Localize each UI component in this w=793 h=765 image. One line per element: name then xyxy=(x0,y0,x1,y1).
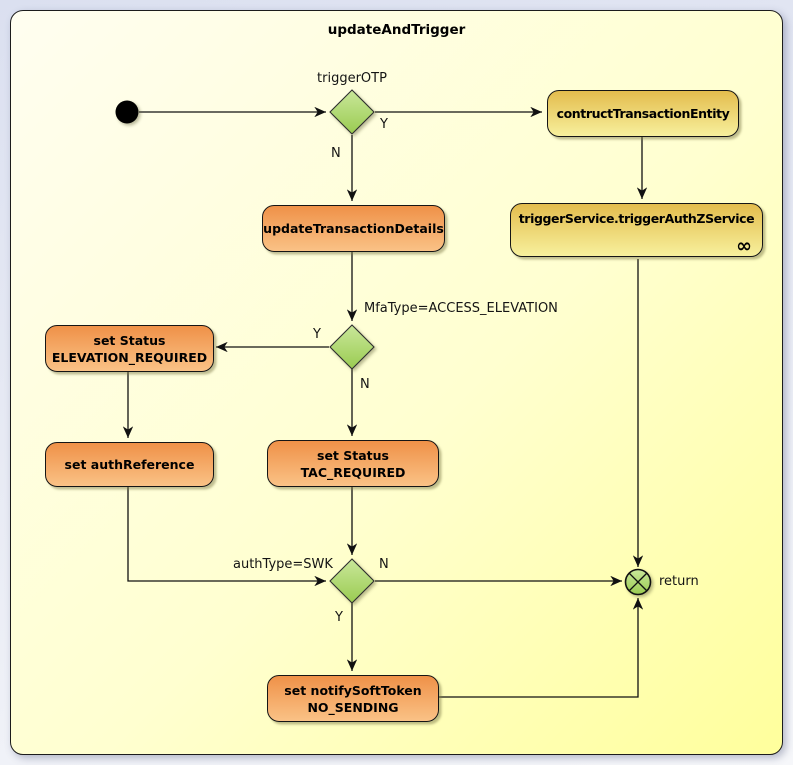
decision-mfa-type xyxy=(329,324,375,370)
activity-label: updateTransactionDetails xyxy=(263,221,444,236)
activity-label-line1: set Status xyxy=(317,447,389,463)
activity-label: set authReference xyxy=(64,457,195,472)
decision-trigger-otp xyxy=(329,89,375,135)
activity-label-line2: TAC_REQUIRED xyxy=(300,464,406,480)
activity-update-transaction-details: updateTransactionDetails xyxy=(262,205,445,252)
activity-label-line1: set Status xyxy=(93,332,166,348)
infinity-icon: ∞ xyxy=(736,235,752,257)
activity-label: triggerService.triggerAuthZService xyxy=(518,211,755,226)
edge-authref-to-authtype xyxy=(127,485,326,587)
diagram-title: updateAndTrigger xyxy=(327,22,466,38)
activity-label: contructTransactionEntity xyxy=(556,106,730,121)
edge-label-yes-2: Y xyxy=(313,327,321,342)
activity-label-line2: NO_SENDING xyxy=(307,699,399,715)
edge-label-auth-type: authType=SWK xyxy=(233,557,333,572)
activity-trigger-authz-service: triggerService.triggerAuthZService ∞ xyxy=(510,203,763,257)
return-node xyxy=(624,568,652,596)
activity-construct-transaction-entity: contructTransactionEntity xyxy=(547,90,739,137)
edge-label-return: return xyxy=(659,574,699,589)
edge-label-yes-1: Y xyxy=(380,117,388,132)
activity-set-auth-reference: set authReference xyxy=(45,442,214,487)
edge-label-no-3: N xyxy=(379,557,389,572)
edge-label-no-2: N xyxy=(360,377,370,392)
edge-label-no-1: N xyxy=(331,146,341,161)
edge-label-trigger-otp: triggerOTP xyxy=(317,71,387,86)
activity-label-line2: ELEVATION_REQUIRED xyxy=(51,349,208,365)
edge-label-yes-3: Y xyxy=(335,610,343,625)
activity-set-status-tac-required: set Status TAC_REQUIRED xyxy=(267,440,439,487)
decision-auth-type xyxy=(329,558,375,604)
edge-label-mfa-type: MfaType=ACCESS_ELEVATION xyxy=(364,301,558,316)
edges xyxy=(122,106,648,698)
activity-label-line1: set notifySoftToken xyxy=(284,682,422,698)
start-node xyxy=(115,100,139,124)
activity-set-notify-soft-token: set notifySoftToken NO_SENDING xyxy=(267,675,439,722)
activity-set-status-elevation-required: set Status ELEVATION_REQUIRED xyxy=(45,325,214,372)
edge-notify-to-return xyxy=(437,598,644,698)
